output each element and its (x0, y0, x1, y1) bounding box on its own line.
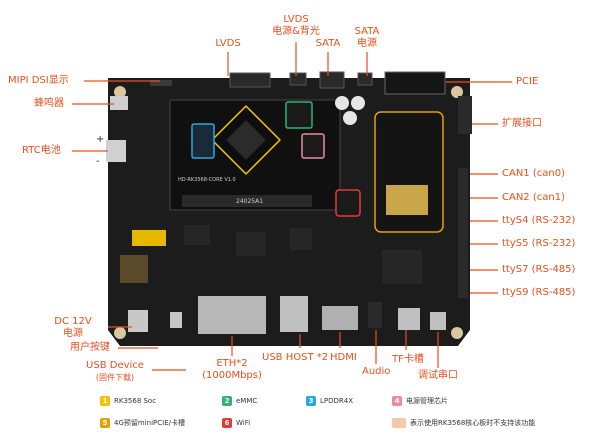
label-lvds-power: LVDS 电源&背光 (272, 14, 320, 37)
legend-note: 表示使用RK3568核心板时不支持该功能 (392, 418, 535, 428)
label-usb-device: USB Device (固件下载) (86, 360, 144, 382)
board-silk-main: HD-RK3568-CORE V1.0 (178, 177, 236, 183)
legend-swatch: 6 (222, 418, 232, 428)
label-ttys7: ttyS7 (RS-485) (502, 264, 576, 275)
label-sata: SATA (315, 38, 341, 49)
legend-swatch: 4 (392, 396, 402, 406)
label-ttys9: ttyS9 (RS-485) (502, 287, 576, 298)
label-can1: CAN1 (can0) (502, 168, 565, 179)
label-hdmi: HDMI (330, 352, 357, 363)
label-lvds: LVDS (215, 38, 241, 49)
legend-note-text: 表示使用RK3568核心板时不支持该功能 (410, 419, 536, 427)
legend-text: 4G预留miniPCIE/卡槽 (114, 419, 185, 427)
legend-item: 5 4G预留miniPCIE/卡槽 (100, 418, 185, 428)
legend-swatch: 5 (100, 418, 110, 428)
label-dc12v: DC 12V 电源 (54, 316, 92, 339)
legend-text: RK3568 Soc (114, 397, 157, 405)
legend-text: eMMC (236, 397, 258, 405)
label-eth: ETH*2 (1000Mbps) (202, 358, 262, 381)
legend-text: LPDDR4X (320, 397, 354, 405)
label-can2: CAN2 (can1) (502, 192, 565, 203)
label-usb-host: USB HOST *2 (262, 352, 329, 363)
label-tf-slot: TF卡槽 (392, 354, 424, 365)
label-audio: Audio (362, 366, 391, 377)
legend-note-swatch (392, 418, 406, 428)
rtc-plus-sign: + (96, 134, 105, 145)
label-expansion: 扩展接口 (502, 118, 542, 129)
label-pcie: PCIE (516, 76, 539, 87)
label-sata-power: SATA 电源 (354, 26, 380, 49)
legend-item: 1 RK3568 Soc (100, 396, 156, 406)
legend-swatch: 3 (306, 396, 316, 406)
legend-item: 3 LPDDR4X (306, 396, 353, 406)
rtc-minus-sign: - (96, 156, 100, 167)
legend-swatch: 2 (222, 396, 232, 406)
label-ttys5: ttyS5 (RS-232) (502, 238, 576, 249)
legend-item: 6 WiFi (222, 418, 250, 428)
label-mipi-dsi: MIPI DSI显示 (8, 75, 69, 86)
label-debug-serial: 调试串口 (418, 370, 458, 381)
legend-item: 2 eMMC (222, 396, 257, 406)
label-user-key: 用户按键 (70, 342, 110, 353)
legend-text: WiFi (236, 419, 251, 427)
label-ttys4: ttyS4 (RS-232) (502, 215, 576, 226)
label-rtc: RTC电池 (22, 145, 61, 156)
legend-text: 电源管理芯片 (406, 397, 448, 405)
label-buzzer: 蜂鸣器 (34, 98, 64, 109)
legend-swatch: 1 (100, 396, 110, 406)
board-silk-serial: 24025A1 (236, 198, 264, 205)
legend-item: 4 电源管理芯片 (392, 396, 448, 406)
